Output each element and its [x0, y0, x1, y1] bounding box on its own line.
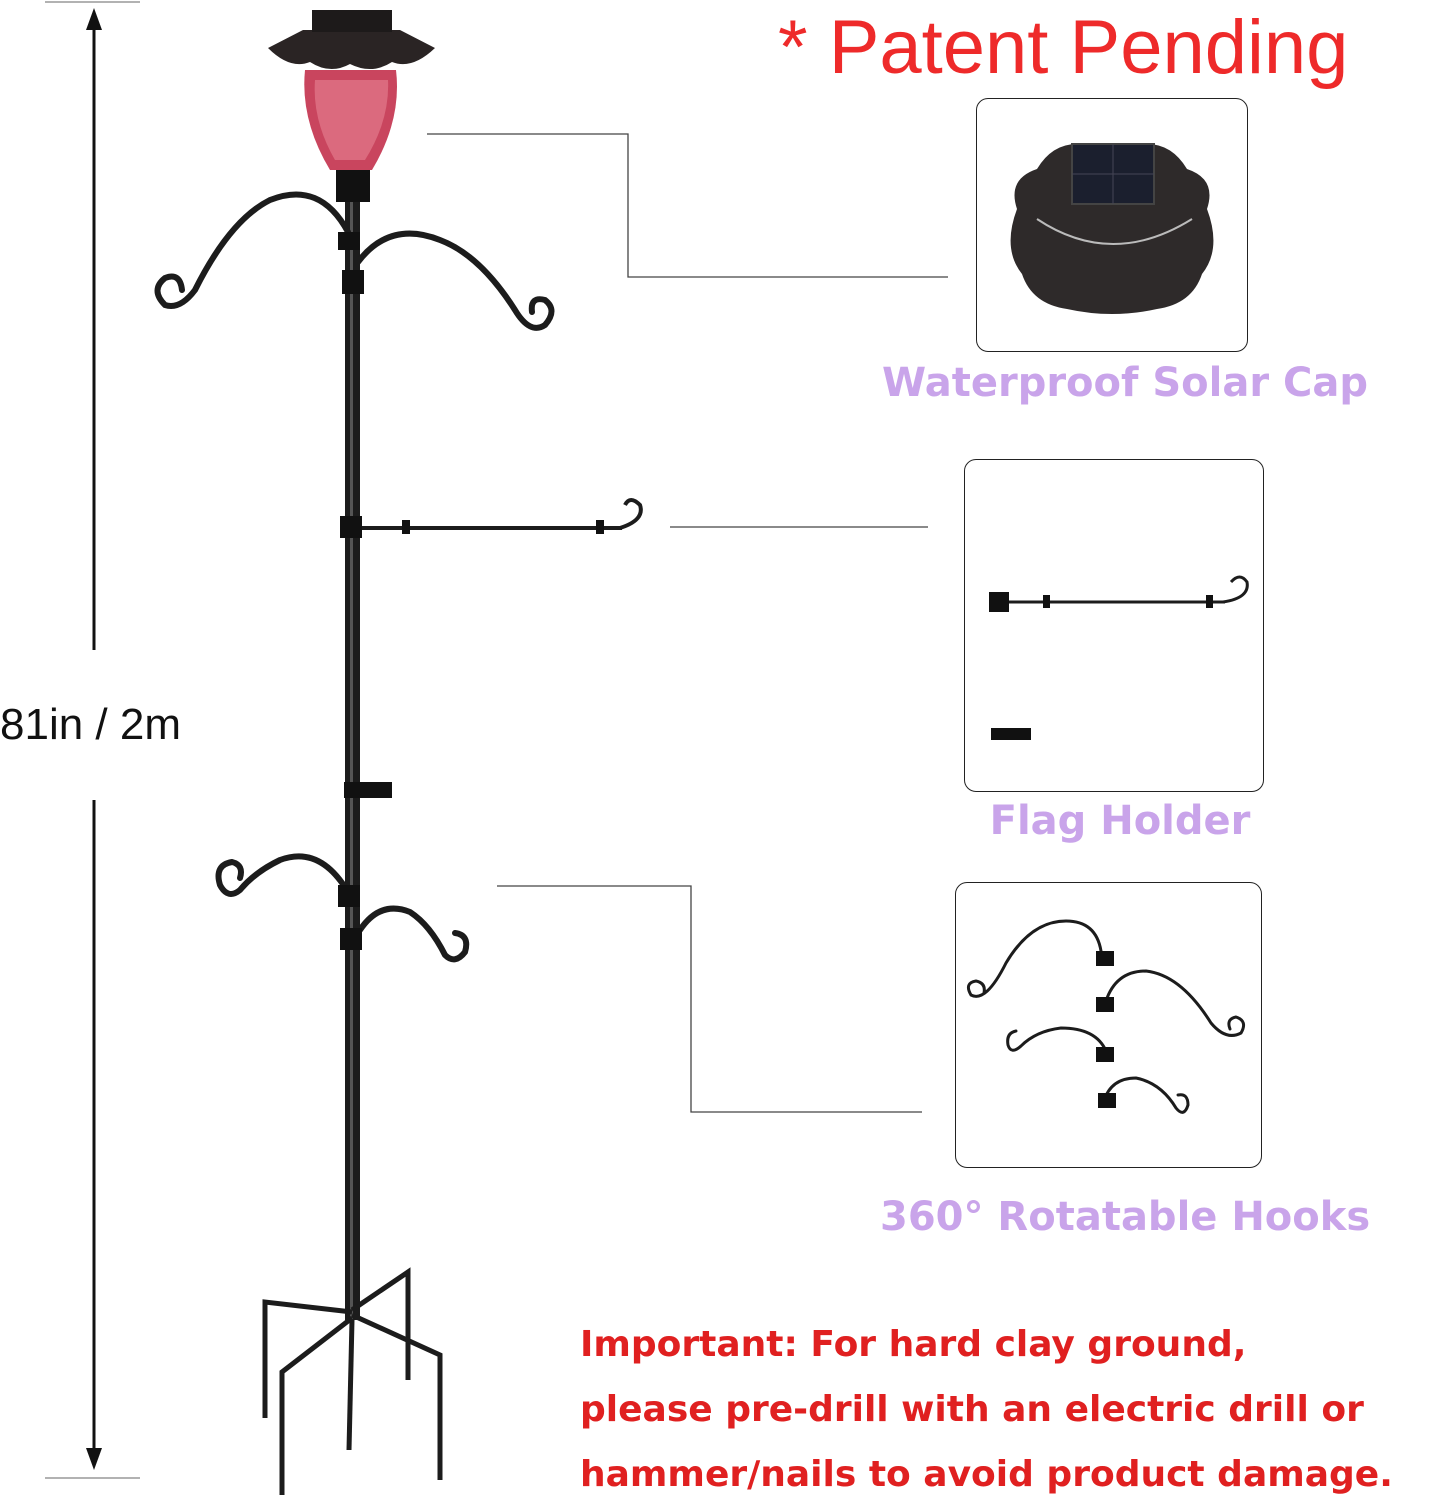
notice-line: hammer/nails to avoid product damage. [580, 1454, 1393, 1495]
notice-line: Important: For hard clay ground, [580, 1324, 1247, 1365]
ground-stakes [262, 1267, 443, 1495]
top-hooks [154, 191, 555, 331]
pole [345, 200, 360, 1320]
important-notice: Important: For hard clay ground, please … [580, 1312, 1440, 1507]
solar-lamp [268, 10, 435, 202]
rotatable-hooks-caption: 360° Rotatable Hooks [880, 1194, 1371, 1240]
flag-holder-caption: Flag Holder [989, 798, 1251, 844]
rotatable-hooks-icon [966, 919, 1246, 1114]
flag-holder-panel [964, 459, 1264, 792]
notice-line: please pre-drill with an electric drill … [580, 1389, 1364, 1430]
flag-holder-icon [989, 575, 1249, 740]
lower-hooks [215, 853, 470, 963]
solar-cap-panel [976, 98, 1248, 352]
flag-arm [355, 498, 643, 530]
leader-lines [427, 133, 948, 1113]
patent-pending-text: * Patent Pending [778, 5, 1349, 90]
solar-cap-caption: Waterproof Solar Cap [882, 360, 1368, 406]
height-label: 81in / 2m [0, 700, 181, 749]
height-dimension-arrow [45, 1, 140, 1479]
rotatable-hooks-panel [955, 882, 1262, 1168]
solar-cap-icon [1010, 143, 1214, 314]
